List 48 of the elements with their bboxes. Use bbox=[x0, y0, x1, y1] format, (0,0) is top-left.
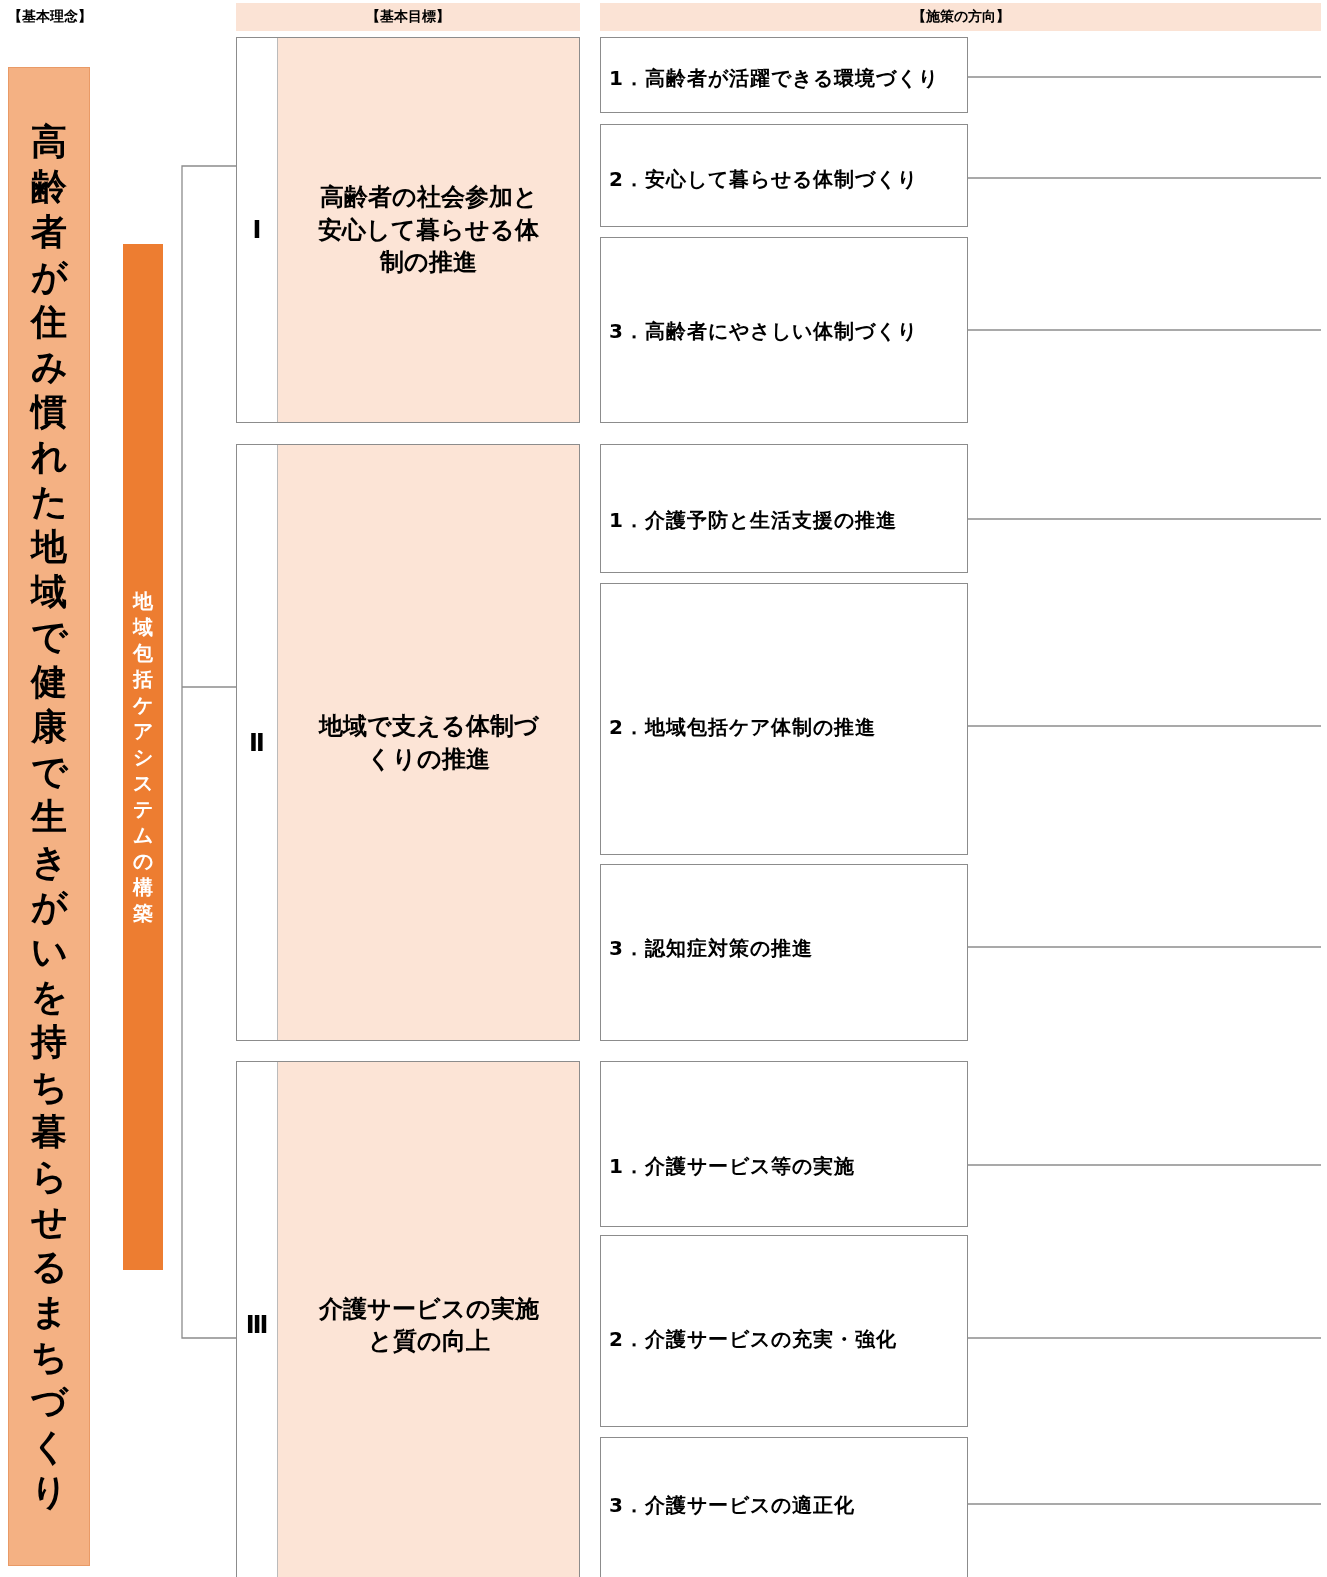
goal-box bbox=[236, 1061, 580, 1577]
connector-line bbox=[181, 686, 237, 1339]
vision-text: 高齢者が住み慣れた地域で健康で生きがいを持ち暮らせるまちづくり bbox=[31, 120, 67, 1514]
policy-text: 2．地域包括ケア体制の推進 bbox=[609, 714, 876, 741]
theme-band bbox=[123, 244, 163, 1270]
policy-box bbox=[600, 583, 968, 855]
policy-text: 2．安心して暮らせる体制づくり bbox=[609, 166, 918, 193]
connector-line bbox=[967, 725, 1322, 727]
connector-line bbox=[967, 1503, 1322, 1505]
policy-box bbox=[600, 124, 968, 227]
goal-box bbox=[236, 37, 580, 423]
connector-line bbox=[967, 518, 1322, 520]
goal-box bbox=[236, 444, 580, 1041]
policy-box bbox=[600, 1437, 968, 1577]
vision-banner bbox=[8, 67, 90, 1566]
policy-box bbox=[600, 1235, 968, 1427]
policy-box bbox=[600, 237, 968, 423]
goal-numeral: Ⅲ bbox=[245, 1311, 269, 1339]
header-band bbox=[236, 3, 580, 31]
connector-line bbox=[967, 177, 1322, 179]
policy-text: 3．認知症対策の推進 bbox=[609, 935, 813, 962]
goal-numeral: Ⅱ bbox=[249, 728, 265, 757]
policy-box bbox=[600, 864, 968, 1041]
policy-box bbox=[600, 1061, 968, 1227]
header-band bbox=[600, 3, 1321, 31]
policy-text: 1．高齢者が活躍できる環境づくり bbox=[609, 65, 939, 92]
policy-text: 3．介護サービスの適正化 bbox=[609, 1492, 855, 1519]
connector-line bbox=[967, 329, 1322, 331]
column-heading: 【基本目標】 bbox=[366, 8, 450, 26]
policy-box bbox=[600, 37, 968, 113]
section-heading: 【基本理念】 bbox=[8, 8, 92, 26]
policy-text: 3．高齢者にやさしい体制づくり bbox=[609, 318, 918, 345]
column-heading: 【施策の方向】 bbox=[911, 8, 1010, 26]
goal-title: 介護サービスの実施と質の向上 bbox=[317, 1293, 540, 1357]
policy-box bbox=[600, 444, 968, 573]
policy-text: 2．介護サービスの充実・強化 bbox=[609, 1326, 897, 1353]
policy-text: 1．介護予防と生活支援の推進 bbox=[609, 507, 897, 534]
connector-line bbox=[967, 1337, 1322, 1339]
goal-numeral: Ⅰ bbox=[252, 216, 262, 244]
goal-title: 高齢者の社会参加と安心して暮らせる体制の推進 bbox=[317, 182, 540, 279]
goal-title: 地域で支える体制づくりの推進 bbox=[317, 711, 540, 775]
connector-line bbox=[181, 165, 237, 688]
theme-text: 地域包括ケアシステムの構築 bbox=[133, 588, 153, 926]
policy-text: 1．介護サービス等の実施 bbox=[609, 1153, 855, 1180]
connector-line bbox=[967, 1164, 1322, 1166]
connector-line bbox=[967, 76, 1322, 78]
connector-line bbox=[967, 946, 1322, 948]
connector-line bbox=[181, 686, 237, 688]
